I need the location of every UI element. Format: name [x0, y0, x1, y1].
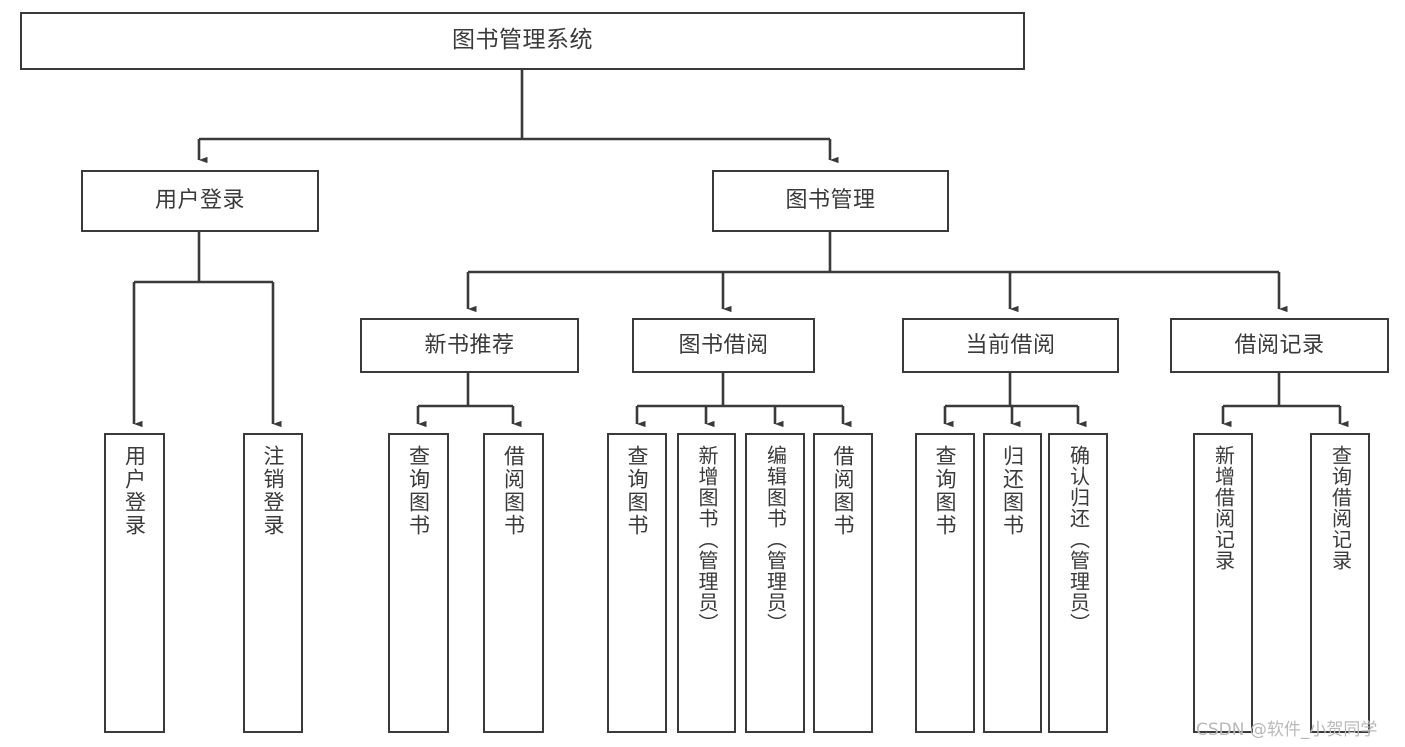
node-root-label: 图书管理系统	[452, 27, 593, 54]
node-user-login[interactable]: 用户登录	[81, 170, 319, 232]
node-leaf-user-login-label: 用户登录	[122, 445, 147, 537]
node-book-borrow[interactable]: 图书借阅	[632, 318, 815, 373]
node-leaf-borrow-book-2-label: 借阅图书	[831, 445, 856, 537]
node-leaf-query-book-3[interactable]: 查询图书	[915, 433, 975, 733]
node-leaf-edit-book-label: 编辑图书（管理员）	[763, 445, 788, 634]
node-new-book-rec[interactable]: 新书推荐	[360, 318, 579, 373]
node-book-borrow-label: 图书借阅	[678, 332, 769, 358]
node-book-manage-label: 图书管理	[785, 188, 876, 214]
node-leaf-query-book-2-label: 查询图书	[625, 445, 650, 537]
node-leaf-add-record-label: 新增借阅记录	[1211, 445, 1236, 571]
node-leaf-logout-label: 注销登录	[261, 445, 286, 537]
node-leaf-borrow-book-1-label: 借阅图书	[501, 445, 526, 537]
node-leaf-confirm-return[interactable]: 确认归还（管理员）	[1048, 433, 1108, 733]
node-leaf-query-record-label: 查询借阅记录	[1328, 445, 1353, 571]
node-book-manage[interactable]: 图书管理	[712, 170, 949, 232]
node-leaf-user-login[interactable]: 用户登录	[104, 433, 165, 733]
node-leaf-query-book-2[interactable]: 查询图书	[607, 433, 667, 733]
node-current-borrow-label: 当前借阅	[965, 332, 1056, 358]
node-leaf-add-record[interactable]: 新增借阅记录	[1193, 433, 1253, 733]
node-leaf-edit-book[interactable]: 编辑图书（管理员）	[745, 433, 805, 733]
node-leaf-query-book-3-label: 查询图书	[933, 445, 958, 537]
node-leaf-return-book-label: 归还图书	[1000, 445, 1025, 537]
node-borrow-record-label: 借阅记录	[1234, 332, 1325, 358]
node-leaf-confirm-return-label: 确认归还（管理员）	[1066, 445, 1091, 634]
node-leaf-borrow-book-2[interactable]: 借阅图书	[813, 433, 873, 733]
node-leaf-borrow-book-1[interactable]: 借阅图书	[483, 433, 544, 733]
watermark-text: CSDN @软件_小贺同学	[1196, 720, 1378, 740]
node-leaf-query-record[interactable]: 查询借阅记录	[1310, 433, 1370, 733]
node-leaf-logout[interactable]: 注销登录	[243, 433, 303, 733]
node-new-book-rec-label: 新书推荐	[424, 332, 515, 358]
node-leaf-add-book[interactable]: 新增图书（管理员）	[677, 433, 736, 733]
node-leaf-query-book-1-label: 查询图书	[406, 445, 431, 537]
node-borrow-record[interactable]: 借阅记录	[1170, 318, 1389, 373]
node-user-login-label: 用户登录	[154, 188, 245, 214]
node-leaf-add-book-label: 新增图书（管理员）	[695, 445, 719, 634]
node-root[interactable]: 图书管理系统	[20, 12, 1025, 70]
node-leaf-query-book-1[interactable]: 查询图书	[388, 433, 449, 733]
node-leaf-return-book[interactable]: 归还图书	[983, 433, 1042, 733]
node-current-borrow[interactable]: 当前借阅	[902, 318, 1119, 373]
